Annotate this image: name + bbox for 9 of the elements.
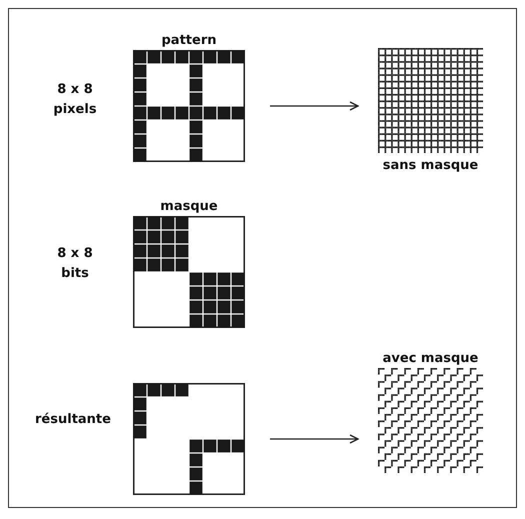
row-label: 8 x 8 bits xyxy=(56,245,94,283)
grid-caption: sans masque xyxy=(382,157,478,175)
grid-caption: masque xyxy=(160,198,218,216)
grid-caption: avec masque xyxy=(382,350,478,368)
row-label: résultante xyxy=(34,411,112,429)
arrow xyxy=(270,101,359,111)
row-label: 8 x 8 pixels xyxy=(52,81,98,119)
grid-caption: pattern xyxy=(162,32,216,50)
arrow xyxy=(270,434,359,444)
